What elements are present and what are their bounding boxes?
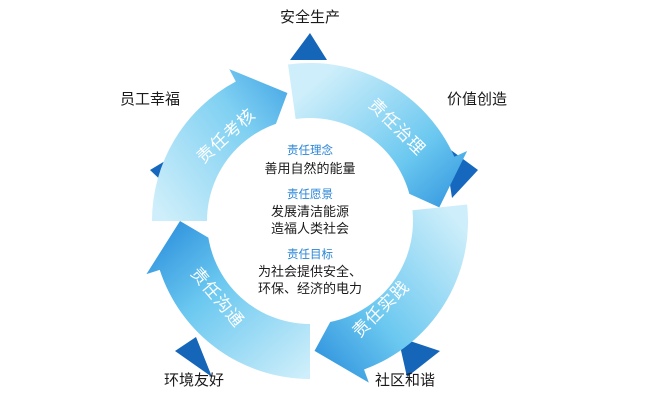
ring-segment-practice [314, 204, 469, 383]
label-environment-friendly: 环境友好 [164, 371, 224, 389]
vision-line-1: 发展清洁能源 [271, 204, 349, 220]
label-value-creation: 价值创造 [447, 90, 507, 108]
center-disc [207, 118, 413, 324]
label-safe-production: 安全生产 [280, 8, 340, 26]
triangle-top-decoration [290, 33, 327, 60]
vision-line-2: 造福人类社会 [271, 221, 349, 237]
ring-segment-communication [146, 221, 310, 379]
label-employee-happiness: 员工幸福 [120, 90, 180, 108]
ring [146, 62, 469, 383]
concept-title: 责任理念 [287, 143, 333, 157]
goal-title: 责任目标 [287, 247, 333, 261]
label-community-harmony: 社区和谐 [375, 371, 435, 389]
goal-line-2: 环保、经济的电力 [258, 281, 362, 297]
triangle-bottom-right-decoration [398, 337, 440, 377]
vision-title: 责任愿景 [287, 187, 333, 201]
ring-segment-governance [288, 62, 468, 208]
concept-text: 善用自然的能量 [264, 161, 355, 177]
triangle-bottom-left-decoration [175, 337, 212, 377]
goal-line-1: 为社会提供安全、 [258, 264, 362, 280]
ring-segment-assessment [152, 69, 288, 221]
